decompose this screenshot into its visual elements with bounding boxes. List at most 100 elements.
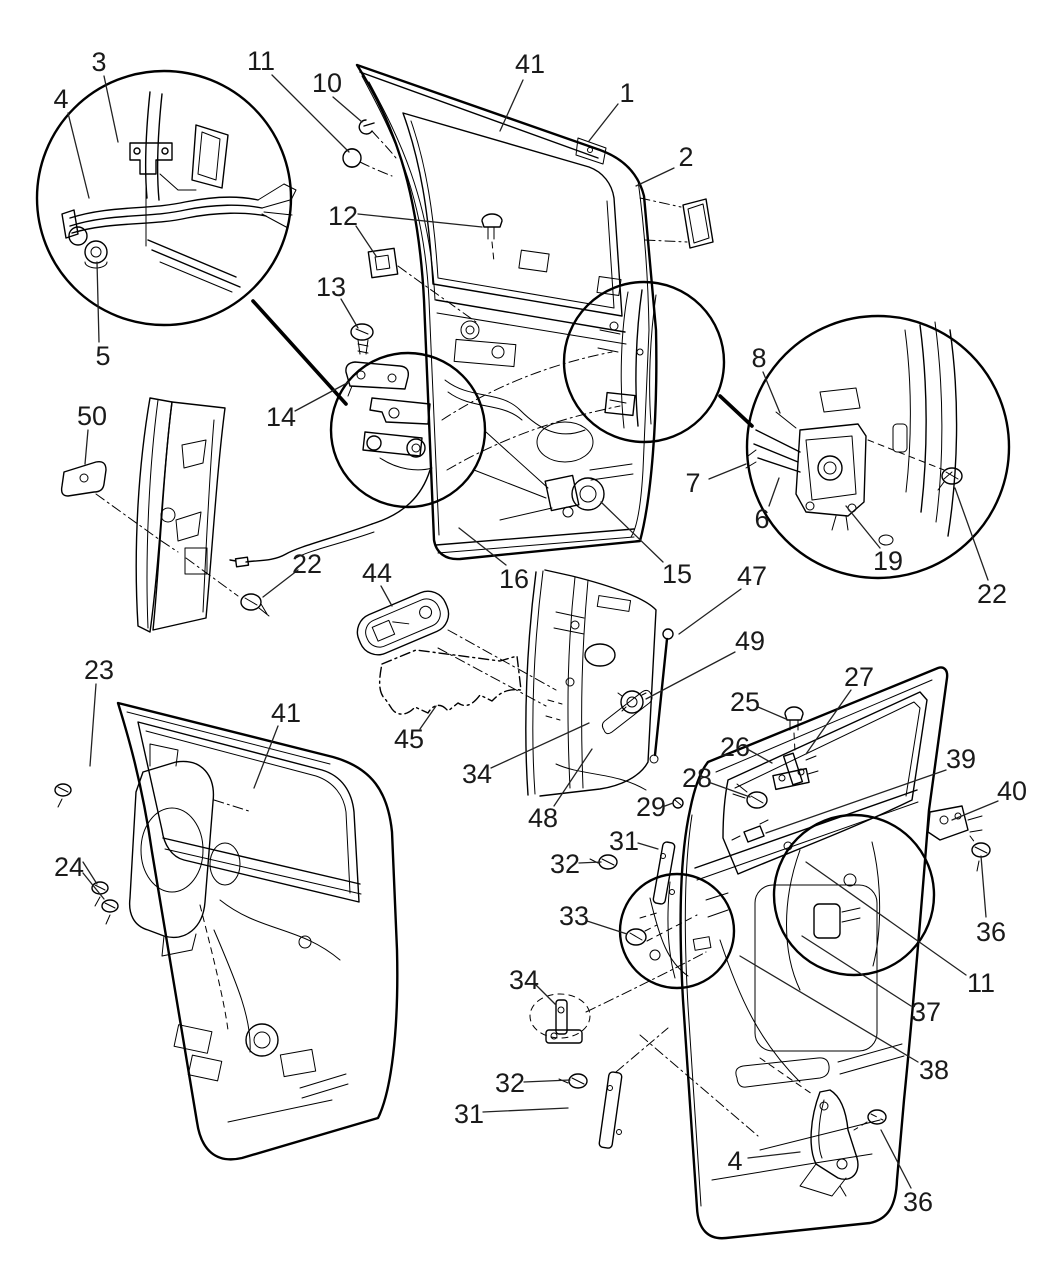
callout-label-28: 28 <box>682 763 712 793</box>
pillar-left <box>135 397 226 633</box>
callout-label-37: 37 <box>911 997 941 1027</box>
leader-line-14 <box>294 381 350 412</box>
leader-line-27 <box>805 689 852 755</box>
leader-line-39 <box>765 769 947 834</box>
door-mid-section <box>525 569 674 797</box>
screw-32-bottom <box>558 1073 588 1089</box>
callout-label-49: 49 <box>735 626 765 656</box>
magnifier-circle-latch <box>745 314 1011 580</box>
push-screw-25 <box>784 706 804 753</box>
clip-10 <box>358 119 397 159</box>
leader-line-25 <box>757 706 787 720</box>
handle-gasket-45 <box>378 649 522 715</box>
leader-line-8 <box>762 371 781 414</box>
screw-22-left <box>240 593 270 617</box>
callout-label-4: 4 <box>727 1146 742 1176</box>
callout-label-36: 36 <box>976 917 1006 947</box>
callout-label-41: 41 <box>515 49 545 79</box>
bracket-14 <box>345 361 410 397</box>
leader-line-15 <box>600 501 664 563</box>
leader-line-28 <box>710 782 751 798</box>
callout-label-10: 10 <box>312 68 342 98</box>
screw-22-right <box>937 467 963 491</box>
callout-label-34: 34 <box>462 759 492 789</box>
callout-label-40: 40 <box>997 776 1027 806</box>
callout-label-25: 25 <box>730 687 760 717</box>
leader-line-16 <box>458 527 507 566</box>
callout-label-7: 7 <box>685 468 700 498</box>
leader-line-40 <box>951 800 999 821</box>
door-bottom-right <box>639 666 949 1240</box>
leader-line-10 <box>332 96 363 123</box>
leader-line-33 <box>586 920 628 935</box>
callout-label-44: 44 <box>362 558 392 588</box>
door-top <box>355 63 658 561</box>
actuator-15 <box>473 431 605 521</box>
leader-line-4 <box>747 1151 801 1159</box>
callout-label-32: 32 <box>550 849 580 879</box>
grommet-11 <box>342 148 393 177</box>
callout-label-34: 34 <box>509 965 539 995</box>
leader-line-6 <box>768 477 780 507</box>
callout-label-11: 11 <box>247 46 275 76</box>
leader-line-11 <box>271 74 350 153</box>
leader-line-1 <box>588 103 619 142</box>
push-pin-12 <box>481 213 503 263</box>
leader-line-37 <box>801 935 912 1007</box>
striker-50 <box>60 460 239 597</box>
magnifier-circle-small <box>618 872 736 990</box>
leader-line-4 <box>67 112 90 199</box>
magnifier-circle-harness <box>35 69 348 406</box>
leader-line-19 <box>845 505 881 549</box>
callout-label-22: 22 <box>292 549 322 579</box>
leader-line-48 <box>553 748 593 807</box>
leader-line-49 <box>645 651 736 700</box>
leader-line-34 <box>490 722 590 769</box>
leader-line-23 <box>89 683 97 767</box>
leader-line-31 <box>637 842 659 850</box>
hinge-34-mid <box>529 951 707 1044</box>
callout-label-15: 15 <box>662 559 692 589</box>
leader-line-45 <box>419 705 437 730</box>
leader-line-12 <box>357 213 483 228</box>
magnifier-circle-door-edge <box>562 280 754 444</box>
callout-label-33: 33 <box>559 901 589 931</box>
clip-12-square <box>367 247 477 323</box>
leader-line-36 <box>880 1129 912 1189</box>
leader-line-3 <box>103 75 119 143</box>
magnifier-circle-hinge <box>229 351 487 568</box>
callout-label-11: 11 <box>967 968 995 998</box>
screws-24 <box>54 783 119 925</box>
callout-label-22: 22 <box>977 579 1007 609</box>
leader-line-24 <box>82 861 98 885</box>
screw-13 <box>350 323 374 355</box>
leader-line-29 <box>664 802 674 807</box>
leader-line-31 <box>482 1107 569 1113</box>
callout-label-16: 16 <box>499 564 529 594</box>
callout-label-12: 12 <box>328 201 358 231</box>
leader-line-7 <box>708 463 747 480</box>
seal-strip-2 <box>639 197 714 249</box>
handle-alignment-lines <box>437 629 557 707</box>
callout-label-2: 2 <box>678 142 693 172</box>
door-bottom-left <box>116 701 399 1161</box>
leader-line-12 <box>355 225 377 257</box>
hinge-4 <box>799 1089 859 1197</box>
leader-line-22 <box>262 569 299 598</box>
callout-label-6: 6 <box>754 504 769 534</box>
screw-36-bottom <box>853 1109 887 1131</box>
lock-knob-49 <box>617 690 647 714</box>
callout-label-38: 38 <box>919 1055 949 1085</box>
callout-label-5: 5 <box>95 341 110 371</box>
callout-label-4: 4 <box>53 84 68 114</box>
leader-line-26 <box>748 749 773 764</box>
leader-line-50 <box>84 429 89 465</box>
callout-label-29: 29 <box>636 792 666 822</box>
callout-label-13: 13 <box>316 272 346 302</box>
callout-label-31: 31 <box>454 1099 484 1129</box>
callout-label-32: 32 <box>495 1068 525 1098</box>
screw-28 <box>732 783 768 809</box>
leader-line-22 <box>954 487 989 581</box>
